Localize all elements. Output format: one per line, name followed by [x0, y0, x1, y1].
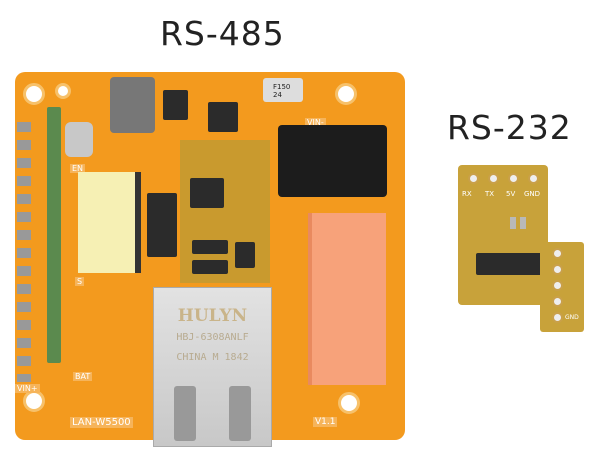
daughter-board: [180, 140, 270, 283]
en-label: EN: [70, 164, 86, 173]
pin: [468, 173, 479, 184]
vin-minus-label: VIN-: [305, 118, 326, 127]
inductor: [110, 77, 155, 133]
rj45-model: HBJ-6308ANLF: [176, 332, 249, 343]
dc-jack: [278, 125, 387, 197]
pin-label-gnd: GND: [524, 190, 541, 198]
pin: [488, 173, 499, 184]
ic: [208, 102, 238, 132]
tvs-diode: [192, 240, 228, 254]
green-module: [47, 107, 61, 363]
side-pin-label-gnd: GND: [565, 314, 579, 321]
rj45-brand: HULYN: [177, 306, 248, 326]
diode: [163, 90, 188, 120]
transformer: [78, 172, 141, 273]
rs232-label: RS-232: [447, 108, 572, 147]
capacitor: [510, 217, 516, 229]
fuse: F150 24: [263, 78, 303, 102]
mount-hole: [55, 83, 71, 99]
pin: [508, 173, 519, 184]
bat-label: BAT: [73, 372, 93, 381]
mount-hole: [338, 392, 360, 414]
version-label: V1.1: [313, 417, 338, 427]
capacitor: [520, 217, 526, 229]
pin-label-tx: TX: [485, 190, 495, 198]
vin-plus-label: VIN+: [15, 384, 40, 393]
ethernet-controller: [147, 193, 177, 257]
pin: [552, 248, 563, 259]
rs232-board: RX TX 5V GND: [458, 165, 548, 305]
pin: [528, 173, 539, 184]
transistor: [235, 242, 255, 268]
pin: [552, 312, 563, 323]
rj45-origin: CHINA M 1842: [176, 352, 249, 363]
pin: [552, 280, 563, 291]
tvs-diode: [192, 260, 228, 274]
mount-hole: [23, 390, 45, 412]
rj45-led: [229, 386, 251, 441]
capacitor: [65, 122, 93, 157]
s-label: S: [75, 277, 85, 286]
rj45-led: [174, 386, 196, 441]
rj45-jack: HULYN HBJ-6308ANLF CHINA M 1842: [153, 287, 272, 447]
edge-pads: [17, 122, 31, 382]
rs232-board-extension: GND: [540, 242, 584, 332]
mount-hole: [23, 83, 45, 105]
rs485-label: RS-485: [160, 14, 285, 53]
pin-label-5v: 5V: [506, 190, 516, 198]
terminal-block: [308, 213, 386, 385]
board-name: LAN-W5500: [70, 417, 133, 428]
pin-label-rx: RX: [462, 190, 472, 198]
rs485-board: F150 24 VIN- EN S BAT VIN+ LAN-W5500 V1.…: [15, 72, 405, 447]
pin: [552, 296, 563, 307]
pin: [552, 264, 563, 275]
max232-chip: [476, 253, 544, 275]
rs485-transceiver: [190, 178, 224, 208]
mount-hole: [335, 83, 357, 105]
